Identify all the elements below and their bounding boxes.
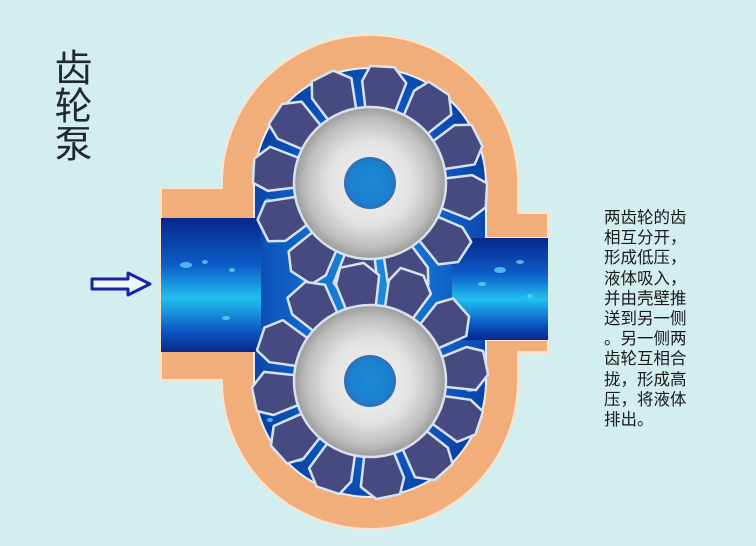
inlet-pipe — [161, 218, 261, 352]
description-line: 形成低压， — [604, 248, 687, 268]
lower-gear-axle — [344, 355, 396, 407]
description-line: 并由壳壁推 — [604, 288, 687, 308]
description-line: 排出。 — [604, 410, 654, 430]
diagram-title: 齿轮泵 — [48, 48, 92, 162]
description-text: 两齿轮的齿 相互分开， 形成低压， 液体吸入， 并由壳壁推 送到另一侧 。另一侧… — [604, 208, 719, 430]
lower-gear — [248, 259, 492, 503]
pipe-particles — [180, 260, 533, 320]
description-line: 拢，形成高 — [604, 369, 687, 389]
description-line: 相互分开， — [604, 228, 687, 248]
upper-gear — [248, 61, 492, 305]
description-line: 压，将液体 — [604, 389, 687, 409]
description-line: 两齿轮的齿 — [604, 208, 687, 227]
description-line: 送到另一侧 — [604, 309, 687, 329]
description-line: 液体吸入， — [604, 268, 687, 288]
description-line: 齿轮互相合 — [604, 349, 687, 369]
arrow-right-outline-icon — [90, 271, 152, 297]
description-line: 。另一侧两 — [604, 329, 687, 349]
upper-gear-axle — [344, 157, 396, 209]
